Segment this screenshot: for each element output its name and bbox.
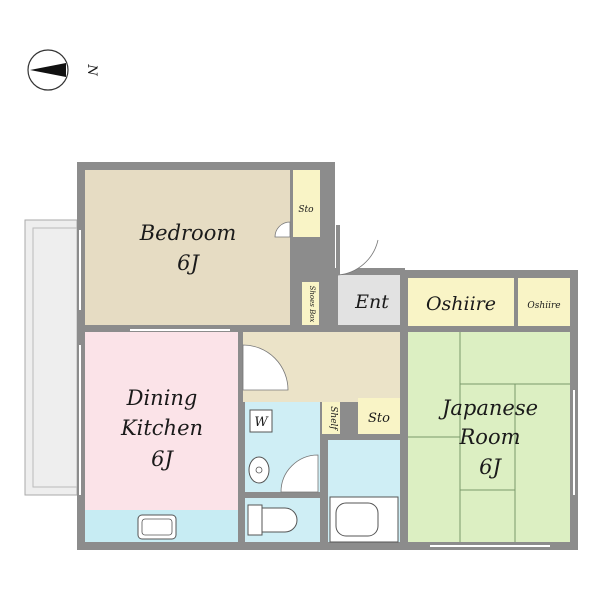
compass-label: N — [84, 63, 99, 76]
closet-door-swing — [274, 221, 291, 238]
toilet-tank — [247, 504, 263, 536]
shoes-box — [302, 282, 319, 325]
bedroom-storage-label: Sto — [298, 205, 314, 215]
balcony — [24, 219, 78, 496]
kitchen-sink-basin — [141, 518, 173, 536]
oshiire-small — [518, 278, 570, 326]
tatami-lines — [408, 332, 570, 542]
toilet-icon — [261, 507, 298, 533]
hall-storage — [358, 398, 400, 434]
hall-door-swing — [242, 344, 289, 391]
dining-kitchen-floor — [85, 332, 238, 542]
oshiire-main-label: Oshiire — [426, 293, 496, 315]
washroom-door-swing — [280, 454, 319, 493]
oshiire-small-label: Oshiire — [527, 301, 560, 311]
oshiire-main — [408, 278, 514, 326]
bedroom-name: Bedroom — [139, 221, 237, 245]
bedroom-floor — [85, 170, 290, 325]
entrance-floor — [338, 275, 400, 325]
hall-storage-label: Sto — [368, 411, 390, 426]
japanese-room-line1: Japanese — [438, 396, 538, 420]
japanese-room-size: 6J — [479, 455, 502, 479]
shelf — [322, 402, 340, 434]
bedroom-size: 6J — [177, 251, 200, 275]
entrance-door-swing — [337, 227, 379, 276]
compass: N — [27, 49, 99, 91]
balcony-area — [24, 219, 78, 496]
dining-kitchen-line1: Dining — [126, 386, 198, 410]
dining-kitchen-line2: Kitchen — [120, 416, 203, 440]
windows — [79, 230, 575, 547]
washer-space — [249, 409, 273, 433]
entrance-door-frame — [336, 225, 340, 275]
north-arrow-icon — [30, 63, 66, 77]
japanese-room-line2: Room — [458, 425, 520, 449]
bathtub-basin — [335, 502, 379, 537]
shoes-box-label: Shoes Box — [308, 286, 316, 323]
bathtub-icon — [329, 496, 399, 543]
japanese-room — [408, 332, 570, 542]
dining-kitchen-size: 6J — [151, 447, 174, 471]
shelf-label: Shelf — [328, 406, 338, 431]
kitchen-sink-icon — [137, 514, 177, 540]
bedroom-closet — [293, 170, 320, 237]
wash-basin-icon — [248, 456, 270, 484]
entrance-label: Ent — [354, 291, 389, 313]
washer-label: W — [254, 415, 269, 430]
wash-basin-drain — [255, 466, 263, 474]
